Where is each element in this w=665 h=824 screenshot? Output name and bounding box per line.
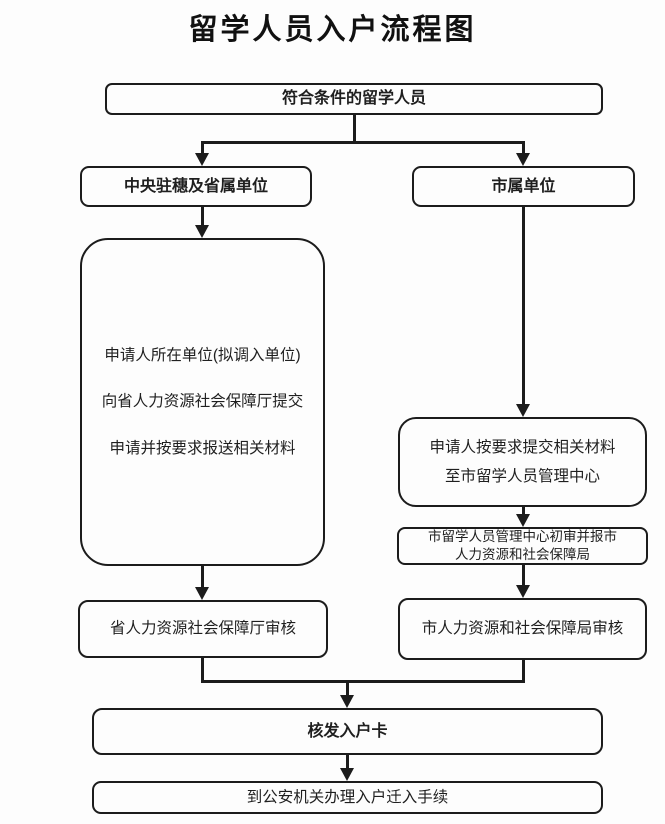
flow-node-left-submit: 申请人所在单位(拟调入单位) 向省人力资源社会保障厅提交 申请并按要求报送相关材…	[80, 238, 325, 566]
arrowhead-to-right-audit	[516, 585, 530, 598]
flow-node-right-branch: 市属单位	[412, 166, 635, 207]
flow-node-right-report: 市留学人员管理中心初审并报市 人力资源和社会保障局	[397, 527, 648, 565]
connector-right-submit-vertical	[522, 507, 525, 515]
connector-merge-horizontal	[201, 680, 525, 683]
flow-node-left-branch-label: 中央驻穗及省属单位	[123, 177, 268, 195]
flow-node-left-submit-line1: 申请人所在单位(拟调入单位)	[104, 346, 301, 364]
connector-split-horizontal	[201, 141, 525, 144]
flow-node-start: 符合条件的留学人员	[105, 83, 603, 115]
flow-node-right-report-line1: 市留学人员管理中心初审并报市	[428, 529, 617, 545]
connector-start-vertical	[353, 115, 356, 143]
flow-node-left-branch: 中央驻穗及省属单位	[80, 166, 312, 207]
flow-node-right-branch-label: 市属单位	[491, 177, 556, 195]
flow-node-issue-card: 核发入户卡	[92, 708, 603, 755]
connector-split-right-vertical	[522, 141, 525, 154]
flow-node-final-step-label: 到公安机关办理入户迁入手续	[246, 788, 449, 806]
arrowhead-to-issue-card	[340, 695, 354, 708]
connector-right-report-vertical	[522, 565, 525, 586]
flow-node-left-submit-line2: 向省人力资源社会保障厅提交	[101, 393, 304, 411]
page-title: 留学人员入户流程图	[188, 12, 477, 46]
connector-split-left-vertical	[201, 141, 204, 154]
arrowhead-to-final-step	[340, 768, 354, 781]
flow-node-final-step: 到公安机关办理入户迁入手续	[92, 781, 603, 814]
flow-node-right-submit: 申请人按要求提交相关材料 至市留学人员管理中心	[398, 417, 647, 507]
flow-node-right-submit-line2: 至市留学人员管理中心	[444, 468, 600, 485]
flow-node-right-audit: 市人力资源和社会保障局审核	[398, 598, 647, 660]
flow-node-start-label: 符合条件的留学人员	[281, 90, 426, 107]
arrowhead-to-right-report	[516, 514, 530, 527]
connector-issue-vertical	[346, 755, 349, 769]
arrowhead-to-left-branch	[195, 153, 209, 166]
connector-left-submit-vertical	[201, 566, 204, 588]
connector-merge-right-stub	[522, 660, 525, 682]
flow-node-issue-card-label: 核发入户卡	[307, 722, 388, 740]
flow-node-left-audit: 省人力资源社会保障厅审核	[78, 600, 328, 658]
flow-node-left-audit-label: 省人力资源社会保障厅审核	[109, 620, 296, 638]
connector-merge-left-stub	[201, 658, 204, 682]
arrowhead-to-right-branch	[516, 153, 530, 166]
flow-node-right-report-line2: 人力资源和社会保障局	[455, 547, 590, 562]
arrowhead-to-left-submit	[195, 225, 209, 238]
arrowhead-to-right-submit	[516, 404, 530, 417]
connector-merge-center-vertical	[346, 680, 349, 696]
flow-node-right-submit-line1: 申请人按要求提交相关材料	[429, 438, 616, 456]
flow-node-left-submit-line3: 申请并按要求报送相关材料	[109, 439, 296, 457]
connector-right-branch-vertical	[522, 207, 525, 405]
connector-left-branch-vertical	[201, 207, 204, 226]
flow-node-right-audit-label: 市人力资源和社会保障局审核	[421, 620, 624, 638]
arrowhead-to-left-audit	[195, 587, 209, 600]
